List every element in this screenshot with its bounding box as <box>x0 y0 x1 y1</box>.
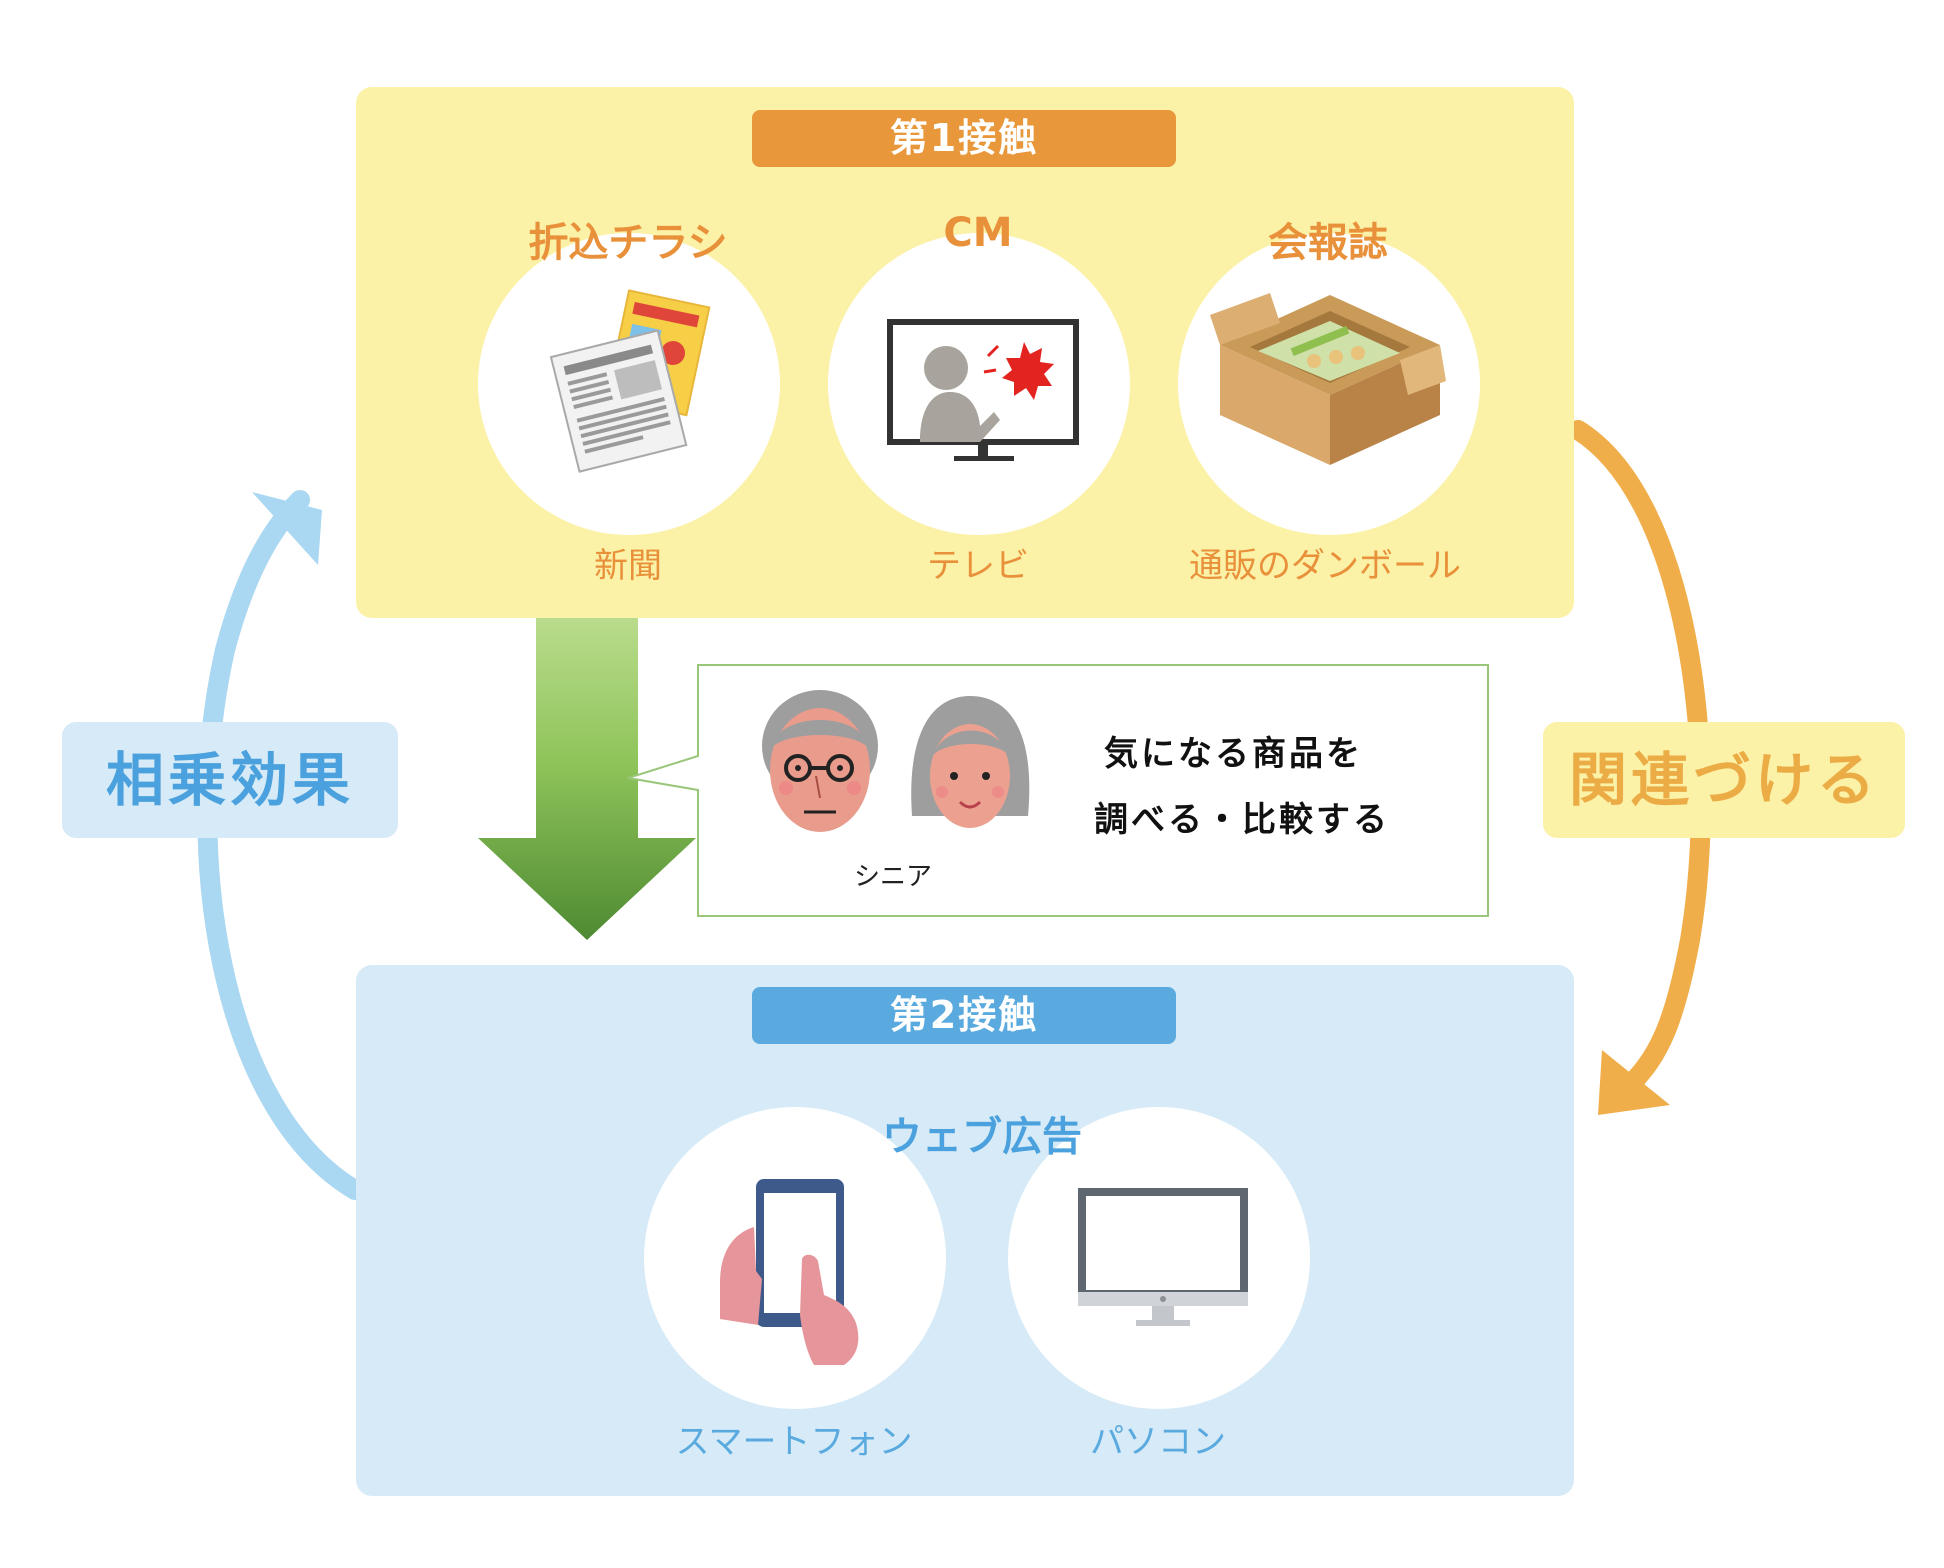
tv-commercial-icon <box>887 319 1079 461</box>
second-contact-title: 第2接触 <box>752 987 1176 1044</box>
first-contact-title: 第1接触 <box>752 110 1176 167</box>
flyer-label: 折込チラシ <box>528 220 728 266</box>
second-contact-panel <box>356 965 1574 1496</box>
down-arrow-icon <box>478 618 696 940</box>
newspaper-flyer-icon <box>549 289 711 473</box>
smartphone-sub: スマートフォン <box>675 1422 913 1462</box>
senior-label: シニア <box>854 862 933 892</box>
link-badge: 関連づける <box>1543 722 1905 838</box>
callout-line2: 調べる・比較する <box>1094 800 1390 840</box>
cardboard-box-icon <box>1210 293 1446 465</box>
callout-line1: 気になる商品を <box>1104 734 1363 774</box>
flyer-sub: 新聞 <box>594 546 662 586</box>
cm-sub: テレビ <box>927 546 1029 586</box>
magazine-label: 会報誌 <box>1268 220 1388 266</box>
cm-label: CM <box>943 210 1013 256</box>
senior-woman-icon <box>911 696 1030 828</box>
senior-man-icon <box>762 690 878 832</box>
web-ad-label: ウェブ広告 <box>882 1114 1082 1160</box>
speech-callout <box>627 664 1489 917</box>
synergy-badge: 相乗効果 <box>62 722 398 838</box>
smartphone-icon <box>720 1179 859 1365</box>
magazine-sub: 通販のダンボール <box>1189 546 1461 586</box>
desktop-computer-icon <box>1078 1188 1248 1326</box>
pc-sub: パソコン <box>1090 1422 1226 1462</box>
